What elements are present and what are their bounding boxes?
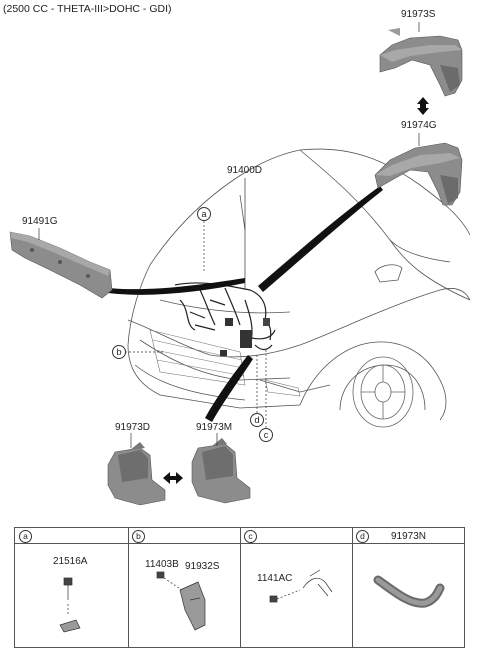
part-91973D-cover bbox=[107, 442, 166, 506]
part-91973M-cover bbox=[191, 438, 251, 504]
part-label-91973D: 91973D bbox=[115, 422, 151, 433]
callout-b: b bbox=[112, 345, 126, 359]
engine-spec-title: (2500 CC - THETA-III>DOHC - GDI) bbox=[3, 3, 172, 15]
table-artwork bbox=[59, 569, 445, 633]
part-label-91973S: 91973S bbox=[401, 9, 436, 20]
leader-band-91973M bbox=[205, 355, 253, 422]
cell-c-part-label: 1141AC bbox=[257, 573, 293, 584]
part-label-91974G: 91974G bbox=[401, 120, 437, 131]
front-grille bbox=[149, 329, 301, 397]
table-header-c: c bbox=[244, 530, 257, 543]
table-header-a: a bbox=[19, 530, 32, 543]
cell-b-part-label-2: 91932S bbox=[185, 561, 220, 572]
callout-d: d bbox=[250, 413, 264, 427]
part-label-91400D: 91400D bbox=[227, 165, 263, 176]
table-header-b: b bbox=[132, 530, 145, 543]
engine-harness bbox=[174, 282, 276, 351]
column-divider bbox=[128, 528, 129, 647]
cell-a-part-label: 21516A bbox=[53, 556, 88, 567]
front-wheel bbox=[352, 356, 414, 428]
swap-arrow-horizontal bbox=[163, 472, 183, 484]
column-divider bbox=[240, 528, 241, 647]
part-label-91491G: 91491G bbox=[22, 216, 58, 227]
table-header-d: d bbox=[356, 530, 369, 543]
leader-band-91491G bbox=[108, 278, 245, 295]
part-91973S-cover bbox=[379, 28, 463, 97]
leader-band-91974G bbox=[258, 186, 383, 292]
table-header-row bbox=[15, 528, 464, 544]
callout-a: a bbox=[197, 207, 211, 221]
column-divider bbox=[352, 528, 353, 647]
cell-b-part-label-1: 11403B bbox=[145, 559, 179, 570]
swap-arrow-vertical bbox=[417, 97, 429, 115]
leader-lines bbox=[38, 22, 420, 448]
part-91974G-cover bbox=[374, 142, 463, 206]
part-label-91973M: 91973M bbox=[196, 422, 233, 433]
table-header-d-part: 91973N bbox=[391, 531, 427, 542]
callout-c: c bbox=[259, 428, 273, 442]
part-91491G-bracket bbox=[9, 231, 113, 299]
fastener-legend-table: a b c d 91973N 21516A 11403B 91932S 1141… bbox=[14, 527, 465, 648]
